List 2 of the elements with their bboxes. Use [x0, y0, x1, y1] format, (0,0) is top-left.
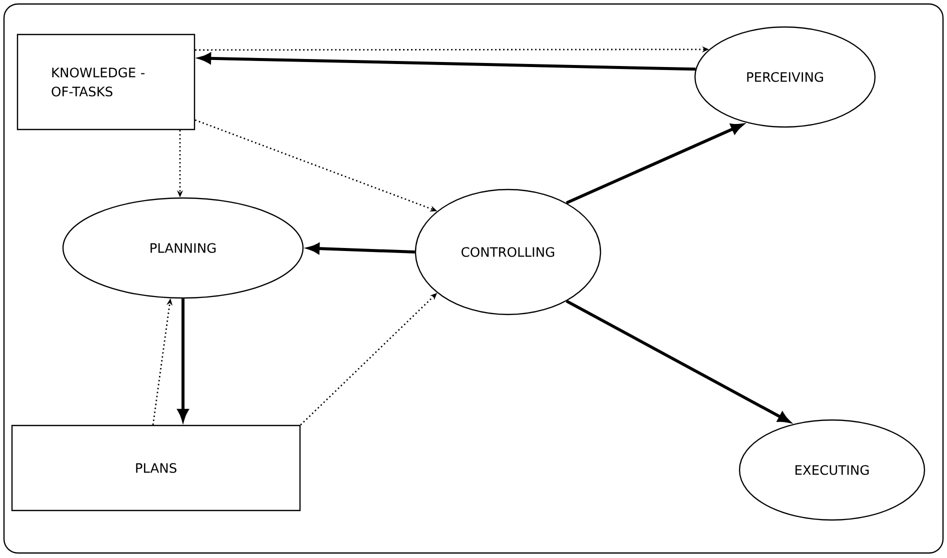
box: PLANS [11, 424, 301, 512]
box: KNOWLEDGE -OF-TASKS [16, 34, 196, 130]
